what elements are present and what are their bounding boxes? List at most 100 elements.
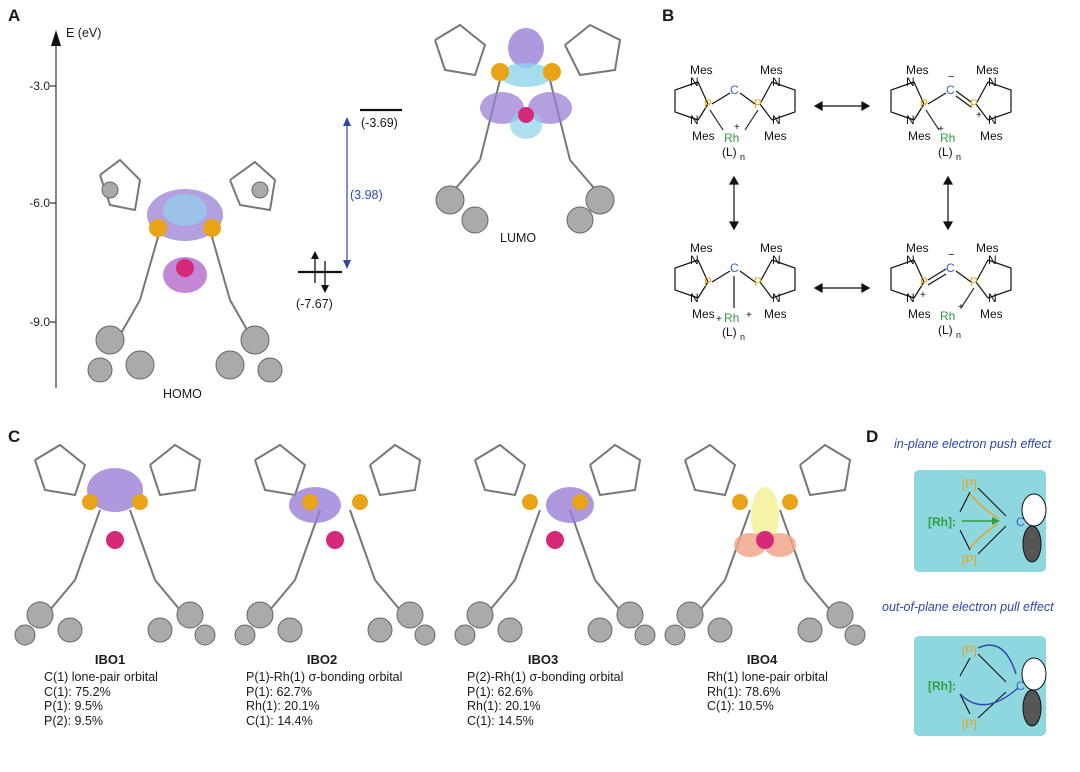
svg-text:Mes: Mes (908, 307, 931, 321)
svg-text:[Rh]:: [Rh]: (928, 679, 956, 693)
svg-text:Mes: Mes (760, 241, 783, 255)
panel-letter-b: B (662, 6, 675, 25)
ibo-title: IBO4 (746, 652, 778, 667)
svg-text:Rh: Rh (940, 131, 955, 145)
svg-text:[P]: [P] (962, 717, 977, 731)
svg-text:Mes: Mes (690, 241, 713, 255)
svg-text:N: N (690, 75, 699, 89)
svg-text:n: n (956, 152, 961, 162)
svg-text:C: C (946, 83, 955, 97)
resonance-structure-4: Mes N N Mes Mes N N Mes P P C − + Rh (L)… (890, 241, 1012, 340)
svg-text:C: C (730, 83, 739, 97)
panel-letter-a: A (8, 6, 21, 25)
svg-text:+: + (958, 302, 964, 313)
svg-text:Mes: Mes (976, 63, 999, 77)
panel-letter-d: D (866, 427, 879, 446)
homo-energy: (-7.67) (296, 297, 333, 311)
svg-text:C: C (946, 261, 955, 275)
svg-text:N: N (772, 253, 781, 267)
svg-text:P: P (704, 275, 712, 289)
svg-text:Rh: Rh (724, 131, 739, 145)
svg-text:[Rh]:: [Rh]: (928, 515, 956, 529)
resonance-structure-3: Mes N N Mes Mes N N Mes P P C Rh + + (L)… (674, 241, 796, 342)
svg-text:N: N (690, 291, 699, 305)
panel-letter-c: C (8, 427, 21, 446)
svg-text:N: N (988, 113, 997, 127)
svg-text:n: n (740, 332, 745, 342)
svg-text:[P]: [P] (962, 477, 977, 491)
energy-axis (50, 30, 61, 388)
svg-text:N: N (772, 75, 781, 89)
svg-text:N: N (690, 253, 699, 267)
svg-text:n: n (956, 330, 961, 340)
svg-text:N: N (988, 291, 997, 305)
svg-text:−: − (948, 249, 954, 261)
svg-text:P: P (920, 97, 928, 111)
svg-text:N: N (906, 75, 915, 89)
svg-text:+: + (920, 290, 926, 301)
electron-pair-icon (311, 251, 329, 293)
ibo-title: IBO1 (94, 652, 126, 667)
lumo-energy: (-3.69) (361, 116, 398, 130)
svg-text:+: + (734, 122, 740, 133)
svg-text:Mes: Mes (692, 307, 715, 321)
svg-text:P: P (704, 97, 712, 111)
svg-text:N: N (988, 253, 997, 267)
pull-effect-title: out-of-plane electron pull effect (882, 600, 1054, 614)
svg-text:+: + (746, 310, 752, 321)
gap-value: (3.98) (350, 188, 383, 202)
tick-label: -9.0 (29, 315, 50, 329)
svg-text:P: P (920, 275, 928, 289)
svg-text:Mes: Mes (764, 129, 787, 143)
svg-text:(L): (L) (722, 325, 737, 339)
svg-text:P: P (970, 97, 978, 111)
tick-label: -6.0 (29, 196, 50, 210)
svg-text:N: N (988, 75, 997, 89)
svg-text:P: P (754, 275, 762, 289)
lumo-label: LUMO (500, 231, 537, 245)
svg-text:N: N (690, 113, 699, 127)
homo-label: HOMO (163, 387, 202, 401)
svg-text:Mes: Mes (764, 307, 787, 321)
svg-text:C: C (730, 261, 739, 275)
svg-text:n: n (740, 152, 745, 162)
svg-text:−: − (948, 71, 954, 83)
axis-label: E (eV) (66, 26, 102, 40)
svg-text:+: + (938, 124, 944, 135)
resonance-arrows (728, 100, 954, 294)
resonance-structure-1: Mes N N Mes Mes N N Mes P P C Rh (L) n + (674, 63, 796, 162)
svg-text:Mes: Mes (980, 307, 1003, 321)
svg-text:Rh: Rh (940, 309, 955, 323)
svg-text:+: + (716, 314, 722, 325)
svg-text:(L): (L) (938, 323, 953, 337)
svg-text:N: N (772, 113, 781, 127)
svg-text:Mes: Mes (906, 241, 929, 255)
svg-text:N: N (906, 253, 915, 267)
lumo-molecule-render (434, 23, 622, 234)
svg-text:(L): (L) (722, 145, 737, 159)
svg-text:Mes: Mes (908, 129, 931, 143)
gap-arrow (343, 117, 351, 269)
svg-text:(L): (L) (938, 145, 953, 159)
push-effect-title: in-plane electron push effect (894, 437, 1052, 451)
svg-text:P: P (970, 275, 978, 289)
ibo-title: IBO2 (306, 652, 338, 667)
svg-text:Mes: Mes (906, 63, 929, 77)
ibo-title: IBO3 (527, 652, 559, 667)
svg-text:[P]: [P] (962, 643, 977, 657)
svg-text:N: N (906, 291, 915, 305)
svg-text:P: P (754, 97, 762, 111)
svg-text:N: N (906, 113, 915, 127)
svg-text:Mes: Mes (980, 129, 1003, 143)
pull-effect-box: C [Rh]: [P] [P] (914, 636, 1047, 736)
tick-label: -3.0 (29, 79, 50, 93)
svg-text:[P]: [P] (962, 553, 977, 567)
resonance-structure-2: Mes N N Mes Mes N N Mes P P C − + Rh (L)… (890, 63, 1012, 162)
svg-text:Mes: Mes (760, 63, 783, 77)
orbital-levels (298, 108, 402, 293)
mes-label: Mes (690, 63, 713, 77)
